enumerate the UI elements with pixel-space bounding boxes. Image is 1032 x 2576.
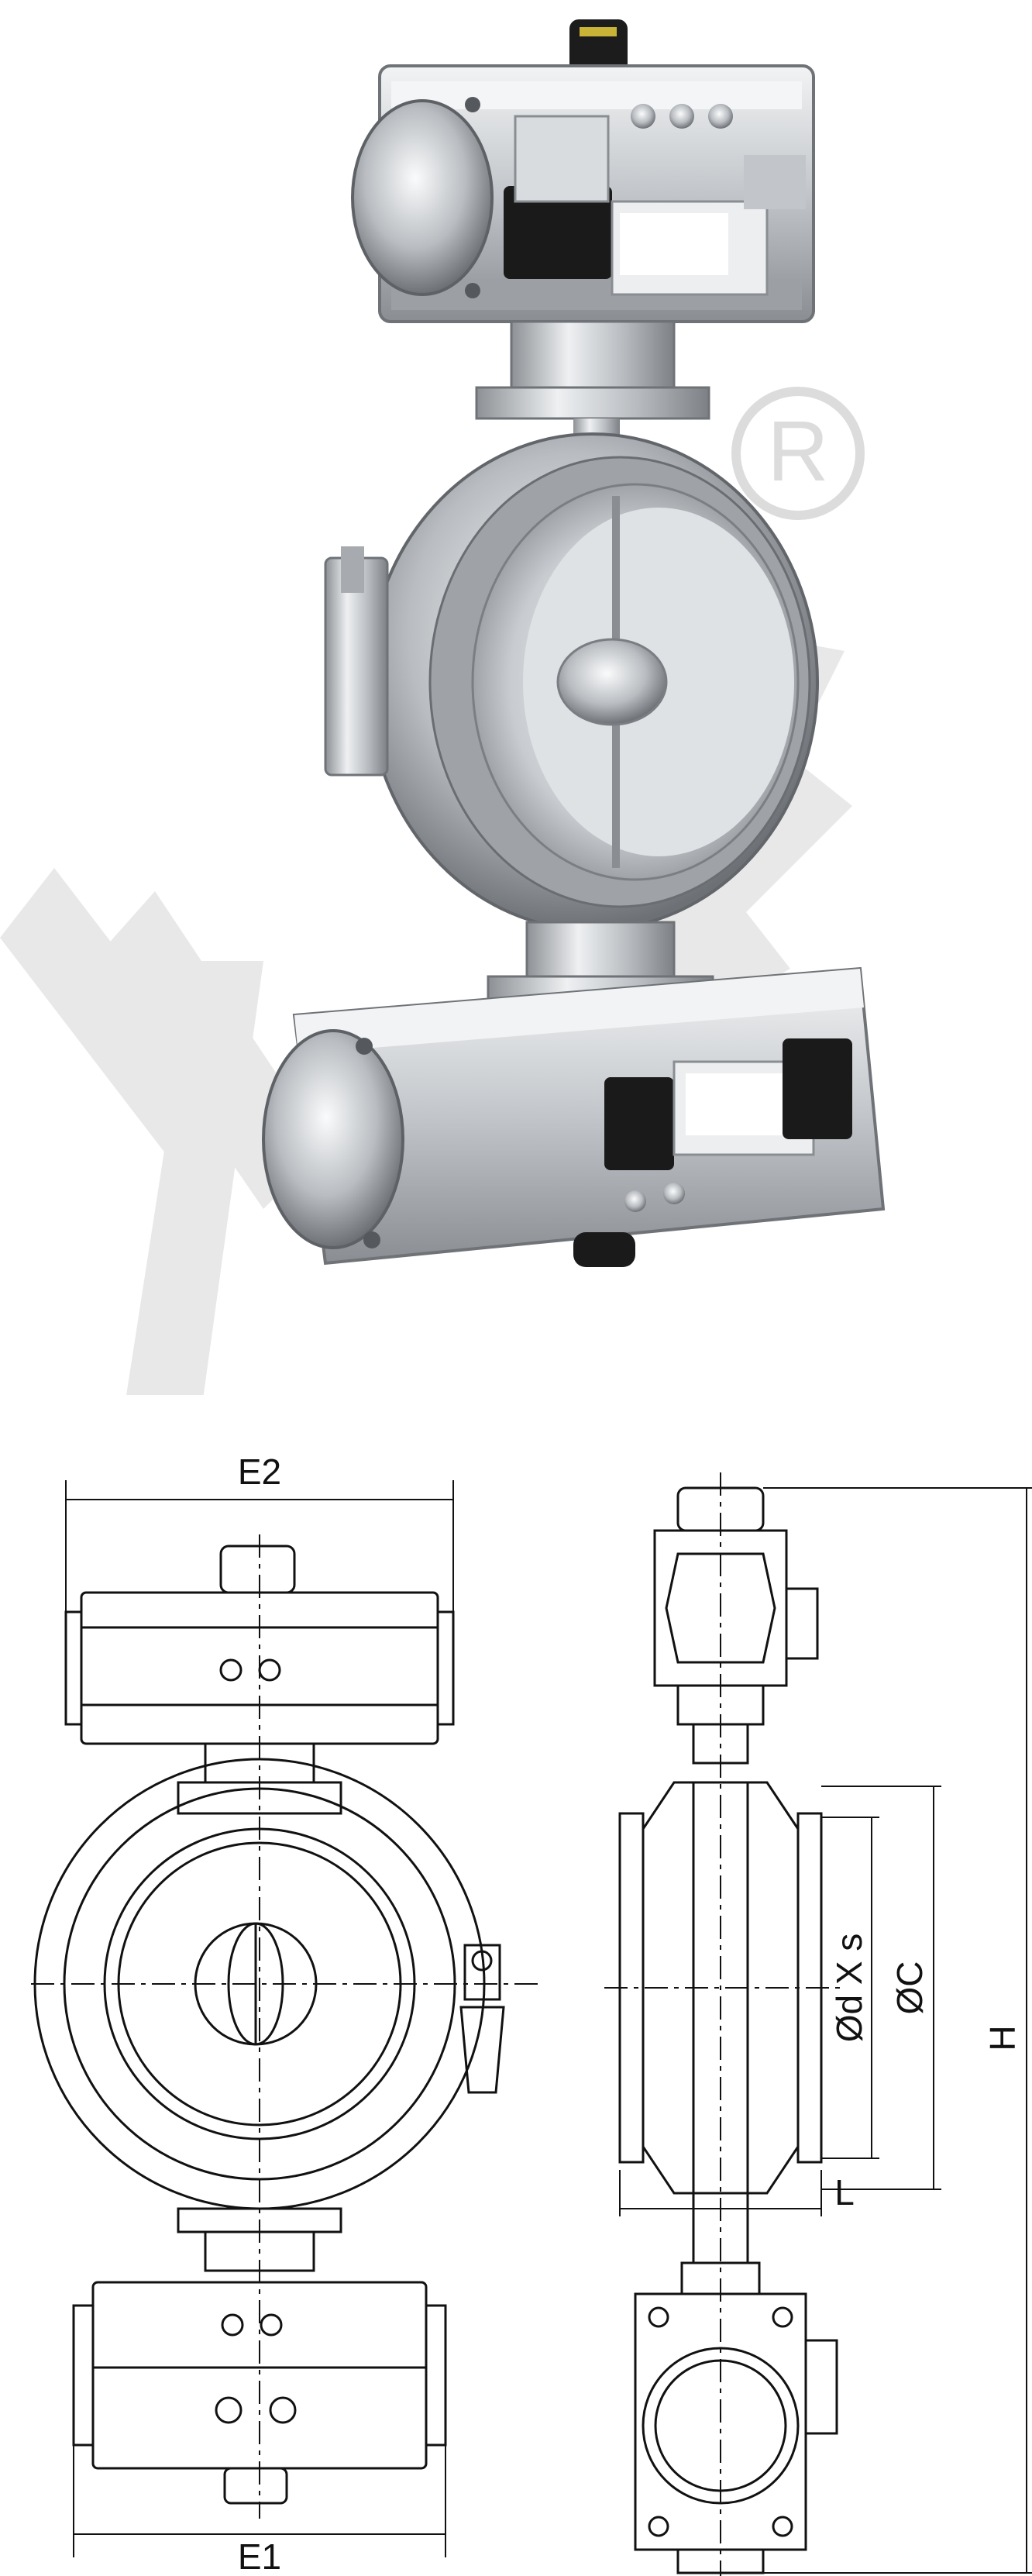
- label-bore: Ød X s: [829, 1934, 869, 2043]
- label-height: H: [982, 2025, 1023, 2051]
- top-actuator: [351, 64, 815, 323]
- upper-neck: [510, 320, 676, 393]
- disc: [556, 638, 668, 726]
- svg-text:R: R: [767, 404, 828, 499]
- label-length: L: [834, 2172, 855, 2213]
- actuator-end-cap: [351, 99, 494, 296]
- dimension-bore: [821, 1817, 879, 2159]
- front-view: [33, 1545, 505, 2505]
- registered-mark-icon: R: [731, 387, 865, 520]
- actuator-end-cap: [262, 1029, 404, 1249]
- side-view: [618, 1486, 838, 2574]
- dimension-e1: [73, 2445, 446, 2557]
- lower-neck: [525, 921, 676, 986]
- dimension-flange: [821, 1786, 941, 2190]
- solenoid-coil: [604, 1077, 674, 1170]
- valve-body: [324, 432, 819, 932]
- bottom-actuator: [262, 966, 886, 1267]
- label-e2: E2: [238, 1452, 281, 1492]
- center-lines: [31, 1472, 845, 2576]
- product-photo: R: [0, 19, 886, 1395]
- dimension-height: [763, 1487, 1032, 2574]
- solenoid-coil: [504, 186, 612, 279]
- label-e1: E1: [238, 2536, 281, 2576]
- label-flange: ØC: [889, 1961, 930, 2015]
- dimension-e2: [65, 1480, 454, 1612]
- dimension-drawing: E2 E1 Ød X s ØC L H: [31, 1452, 1032, 2576]
